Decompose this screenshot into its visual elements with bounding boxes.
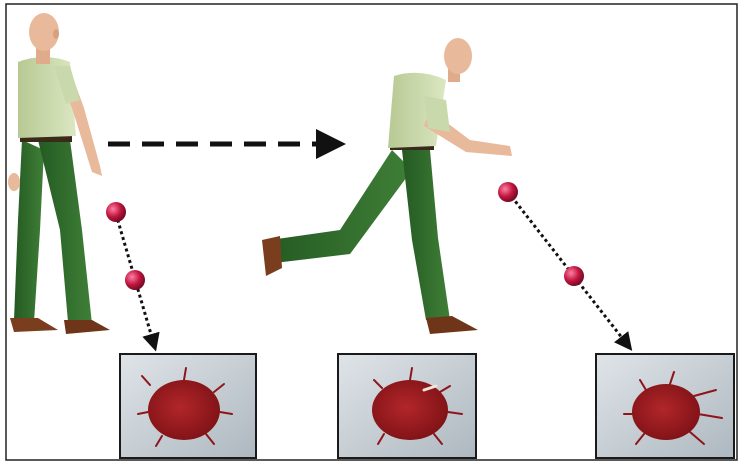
blood-drop [106, 202, 126, 222]
stain-photo-1 [120, 354, 256, 458]
blood-drop [498, 182, 518, 202]
stain-photo-2 [338, 354, 476, 458]
blood-drop [125, 270, 145, 290]
blood-drop [564, 266, 584, 286]
stain-photo-3 [596, 354, 734, 458]
